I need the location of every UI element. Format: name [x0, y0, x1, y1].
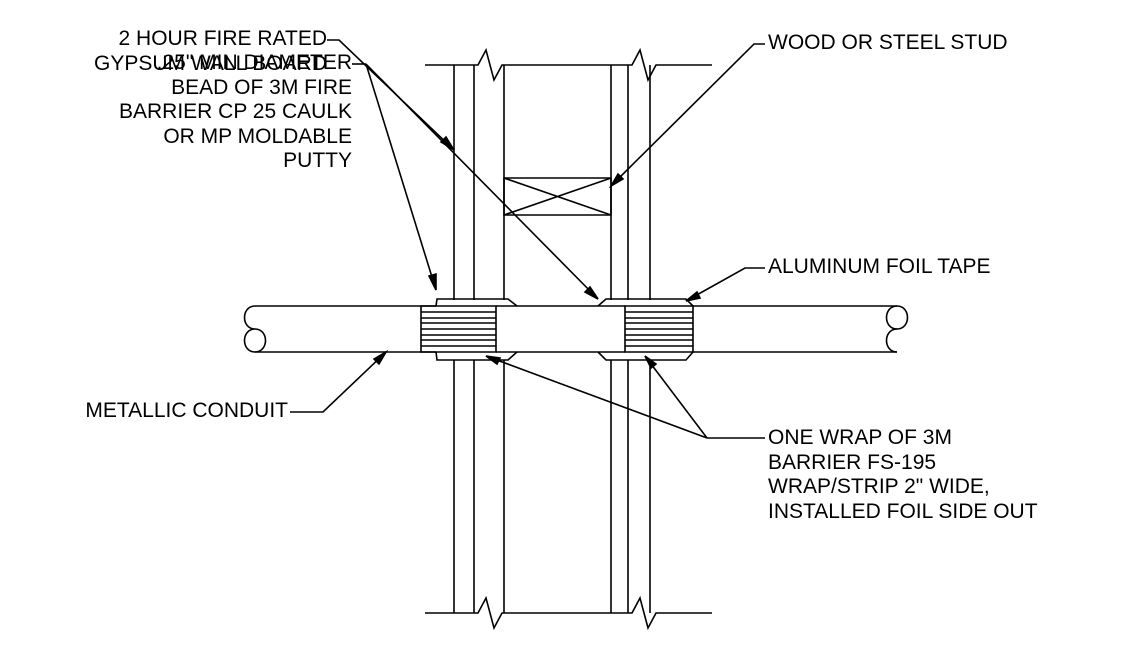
metallic-conduit — [245, 306, 908, 352]
label-line: 2 HOUR FIRE RATED — [118, 27, 327, 50]
label-line: BEAD OF 3M FIRE — [171, 75, 352, 99]
label-line: ALUMINUM FOIL TAPE — [768, 255, 991, 278]
conduit-left-end — [245, 306, 266, 352]
leader-stud — [608, 44, 765, 189]
left-fire-wrap — [421, 299, 517, 360]
label-line: PUTTY — [283, 149, 352, 172]
leader-foil — [685, 268, 765, 302]
label-line: WOOD OR STEEL STUD — [768, 31, 1008, 54]
top-break-line — [425, 50, 712, 80]
right-fire-wrap — [598, 299, 693, 360]
label-line: WRAP/STRIP 2" WIDE, — [768, 475, 990, 498]
stud-symbol — [504, 178, 611, 215]
label-line: BARRIER CP 25 CAULK — [118, 100, 352, 123]
label-line: BARRIER FS-195 — [768, 450, 937, 474]
label-caulk-bead: .25" MIN DIAMETER BEAD OF 3M FIRE BARRIE… — [0, 51, 352, 174]
leader-wrap — [485, 355, 765, 438]
label-gypsum-wall-board: 2 HOUR FIRE RATED GYPSUM WALL BOARD — [0, 27, 327, 76]
label-line: GYPSUM WALL BOARD — [94, 51, 327, 75]
leader-conduit — [290, 349, 389, 412]
label-stud: WOOD OR STEEL STUD — [768, 31, 1008, 56]
label-line: OR MP MOLDABLE — [163, 124, 352, 148]
label-line: ONE WRAP OF 3M — [768, 426, 952, 449]
label-line: METALLIC CONDUIT — [85, 399, 288, 422]
bottom-break-line — [425, 598, 712, 628]
label-metallic-conduit: METALLIC CONDUIT — [0, 399, 288, 424]
label-foil-tape: ALUMINUM FOIL TAPE — [768, 255, 990, 280]
label-line: INSTALLED FOIL SIDE OUT — [768, 499, 1038, 523]
label-fire-wrap: ONE WRAP OF 3M BARRIER FS-195 WRAP/STRIP… — [768, 426, 1038, 524]
label-line: .25" MIN DIAMETER — [156, 51, 352, 74]
wall-right-lines — [611, 65, 650, 613]
leader-bead — [352, 64, 599, 300]
